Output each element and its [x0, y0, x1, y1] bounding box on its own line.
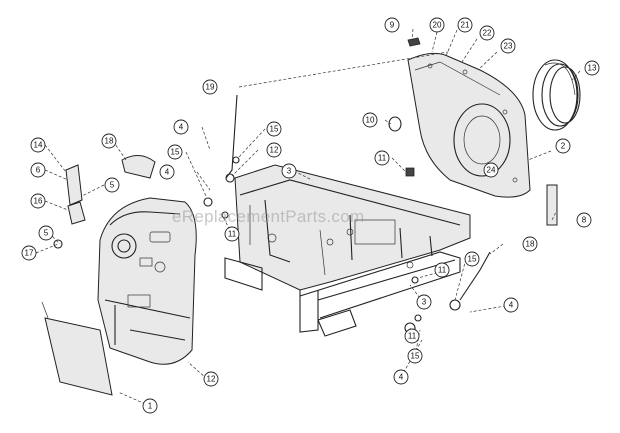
callout-4-mid: 4	[159, 164, 175, 180]
callout-6: 6	[30, 162, 46, 178]
callout-24: 23	[500, 38, 516, 54]
callout-18: 18	[522, 236, 538, 252]
svg-text:16: 16	[34, 197, 43, 206]
svg-text:4: 4	[399, 373, 404, 382]
callout-17: 17	[21, 245, 37, 261]
callout-19: 19	[202, 79, 218, 95]
callout-15-top: 15	[266, 121, 282, 137]
callout-2: 2	[555, 138, 571, 154]
svg-text:5: 5	[44, 229, 49, 238]
callout-12-bottom: 12	[203, 371, 219, 387]
callout-7: 9	[384, 17, 400, 33]
callout-11-top: 11	[224, 226, 240, 242]
callout-1: 1	[142, 398, 158, 414]
svg-text:18: 18	[105, 137, 114, 146]
svg-text:9: 9	[390, 21, 395, 30]
dash-console-housing	[97, 197, 197, 365]
svg-text:19: 19	[206, 83, 215, 92]
svg-text:4: 4	[179, 123, 184, 132]
watermark-text: eReplacementParts.com	[172, 207, 364, 226]
callout-3-top: 3	[281, 163, 297, 179]
svg-text:4: 4	[509, 301, 514, 310]
svg-text:15: 15	[468, 255, 477, 264]
svg-text:1: 1	[148, 402, 153, 411]
dash-panel-cover	[41, 301, 113, 396]
svg-text:3: 3	[422, 298, 427, 307]
svg-text:2: 2	[561, 142, 566, 151]
svg-text:23: 23	[504, 42, 513, 51]
callout-16: 16	[30, 193, 46, 209]
svg-text:11: 11	[228, 230, 237, 239]
callout-15-bottom: 15	[407, 348, 423, 364]
callout-15-right: 15	[464, 251, 480, 267]
frame-assembly	[224, 164, 471, 337]
callout-10: 11	[374, 150, 390, 166]
callout-8: 8	[576, 212, 592, 228]
callouts: 9 20 21 22 23 13 19 10 2 11 24 4 15 12 1…	[21, 17, 600, 414]
callout-4-right: 4	[503, 297, 519, 313]
svg-text:10: 10	[366, 116, 375, 125]
svg-text:15: 15	[270, 125, 279, 134]
svg-text:18: 18	[526, 240, 535, 249]
svg-text:11: 11	[438, 266, 447, 275]
callout-9: 10	[362, 112, 378, 128]
callout-5-left: 5	[38, 225, 54, 241]
callout-3-bottom: 3	[416, 294, 432, 310]
svg-text:17: 17	[25, 249, 34, 258]
callout-15-mid: 15	[167, 144, 183, 160]
callout-11-right: 11	[434, 262, 450, 278]
svg-text:11: 11	[378, 154, 387, 163]
svg-text:22: 22	[483, 29, 492, 38]
callout-4-top: 4	[173, 119, 189, 135]
svg-text:8: 8	[582, 216, 587, 225]
svg-text:15: 15	[411, 352, 420, 361]
small-parts	[53, 37, 558, 334]
belt-ring	[532, 59, 581, 131]
svg-text:6: 6	[36, 166, 41, 175]
svg-text:12: 12	[270, 146, 279, 155]
callout-12-top: 12	[266, 142, 282, 158]
callout-13: 14	[30, 137, 46, 153]
svg-text:5: 5	[110, 181, 115, 190]
callout-14: 13	[584, 60, 600, 76]
callout-25: 24	[483, 162, 499, 178]
callout-5-top: 5	[104, 177, 120, 193]
svg-text:20: 20	[433, 21, 442, 30]
rear-shield-plate	[407, 52, 531, 198]
svg-text:14: 14	[34, 141, 43, 150]
svg-text:11: 11	[408, 332, 417, 341]
svg-text:3: 3	[287, 167, 292, 176]
svg-text:24: 24	[487, 166, 496, 175]
callout-20: 18	[101, 133, 117, 149]
callout-22: 21	[457, 17, 473, 33]
svg-text:15: 15	[171, 148, 180, 157]
callout-4-bottom: 4	[393, 369, 409, 385]
svg-text:21: 21	[461, 21, 470, 30]
svg-text:4: 4	[165, 168, 170, 177]
svg-text:12: 12	[207, 375, 216, 384]
callout-11-bottom: 11	[404, 328, 420, 344]
svg-text:13: 13	[588, 64, 597, 73]
callout-23: 22	[479, 25, 495, 41]
callout-21: 20	[429, 17, 445, 33]
